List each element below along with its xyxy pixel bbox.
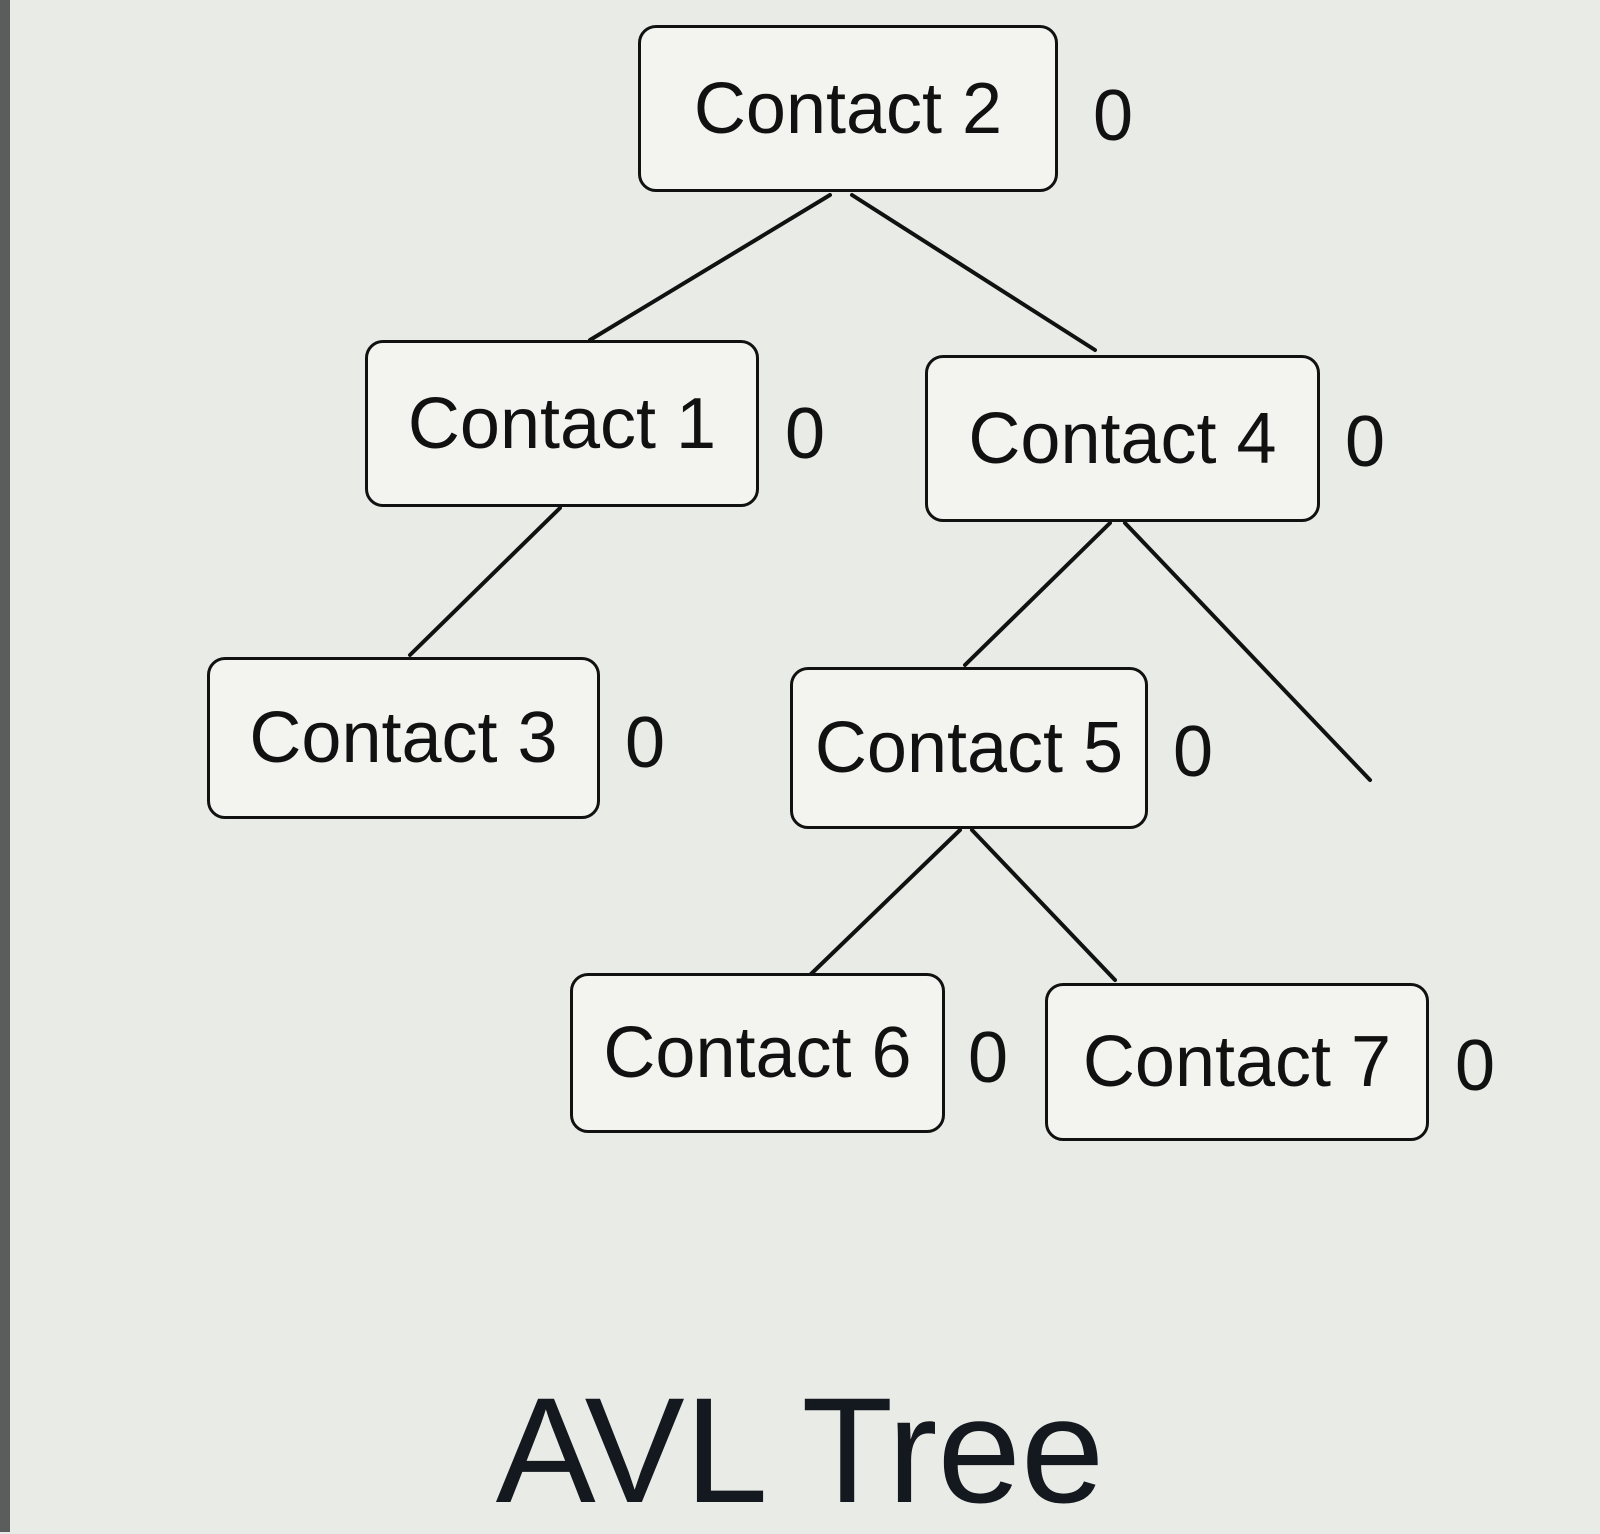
node-contact-7: Contact 7 <box>1045 983 1429 1141</box>
balance-factor: 0 <box>968 1018 1009 1098</box>
diagram-title: AVL Tree <box>495 1366 1105 1534</box>
balance-factor: 0 <box>1093 76 1134 156</box>
balance-factor: 0 <box>1173 712 1214 792</box>
node-contact-4: Contact 4 <box>925 355 1320 522</box>
edge-contact2-contact4 <box>850 193 1097 352</box>
photo-edge-shadow <box>0 0 10 1532</box>
node-label: Contact 4 <box>968 398 1277 479</box>
node-label: Contact 7 <box>1082 1022 1392 1102</box>
edge-contact5-contact7 <box>970 828 1117 982</box>
node-label: Contact 3 <box>249 698 558 778</box>
edge-contact4-contact5 <box>963 521 1112 667</box>
node-contact-1: Contact 1 <box>365 340 759 507</box>
node-contact-3: Contact 3 <box>207 657 600 819</box>
edge-contact1-contact3 <box>408 506 562 657</box>
edge-contact4-empty <box>1123 521 1372 782</box>
balance-factor: 0 <box>1345 402 1386 482</box>
node-contact-5: Contact 5 <box>790 667 1148 829</box>
node-contact-6: Contact 6 <box>570 973 945 1133</box>
edge-contact5-contact6 <box>808 828 962 977</box>
balance-factor: 0 <box>785 394 826 474</box>
node-label: Contact 2 <box>693 68 1003 149</box>
balance-factor: 0 <box>625 703 666 783</box>
node-label: Contact 1 <box>407 383 717 464</box>
balance-factor: 0 <box>1455 1026 1496 1106</box>
edge-contact2-contact1 <box>588 193 832 342</box>
node-label: Contact 5 <box>814 708 1124 788</box>
node-contact-2: Contact 2 <box>638 25 1058 192</box>
node-label: Contact 6 <box>603 1013 912 1093</box>
